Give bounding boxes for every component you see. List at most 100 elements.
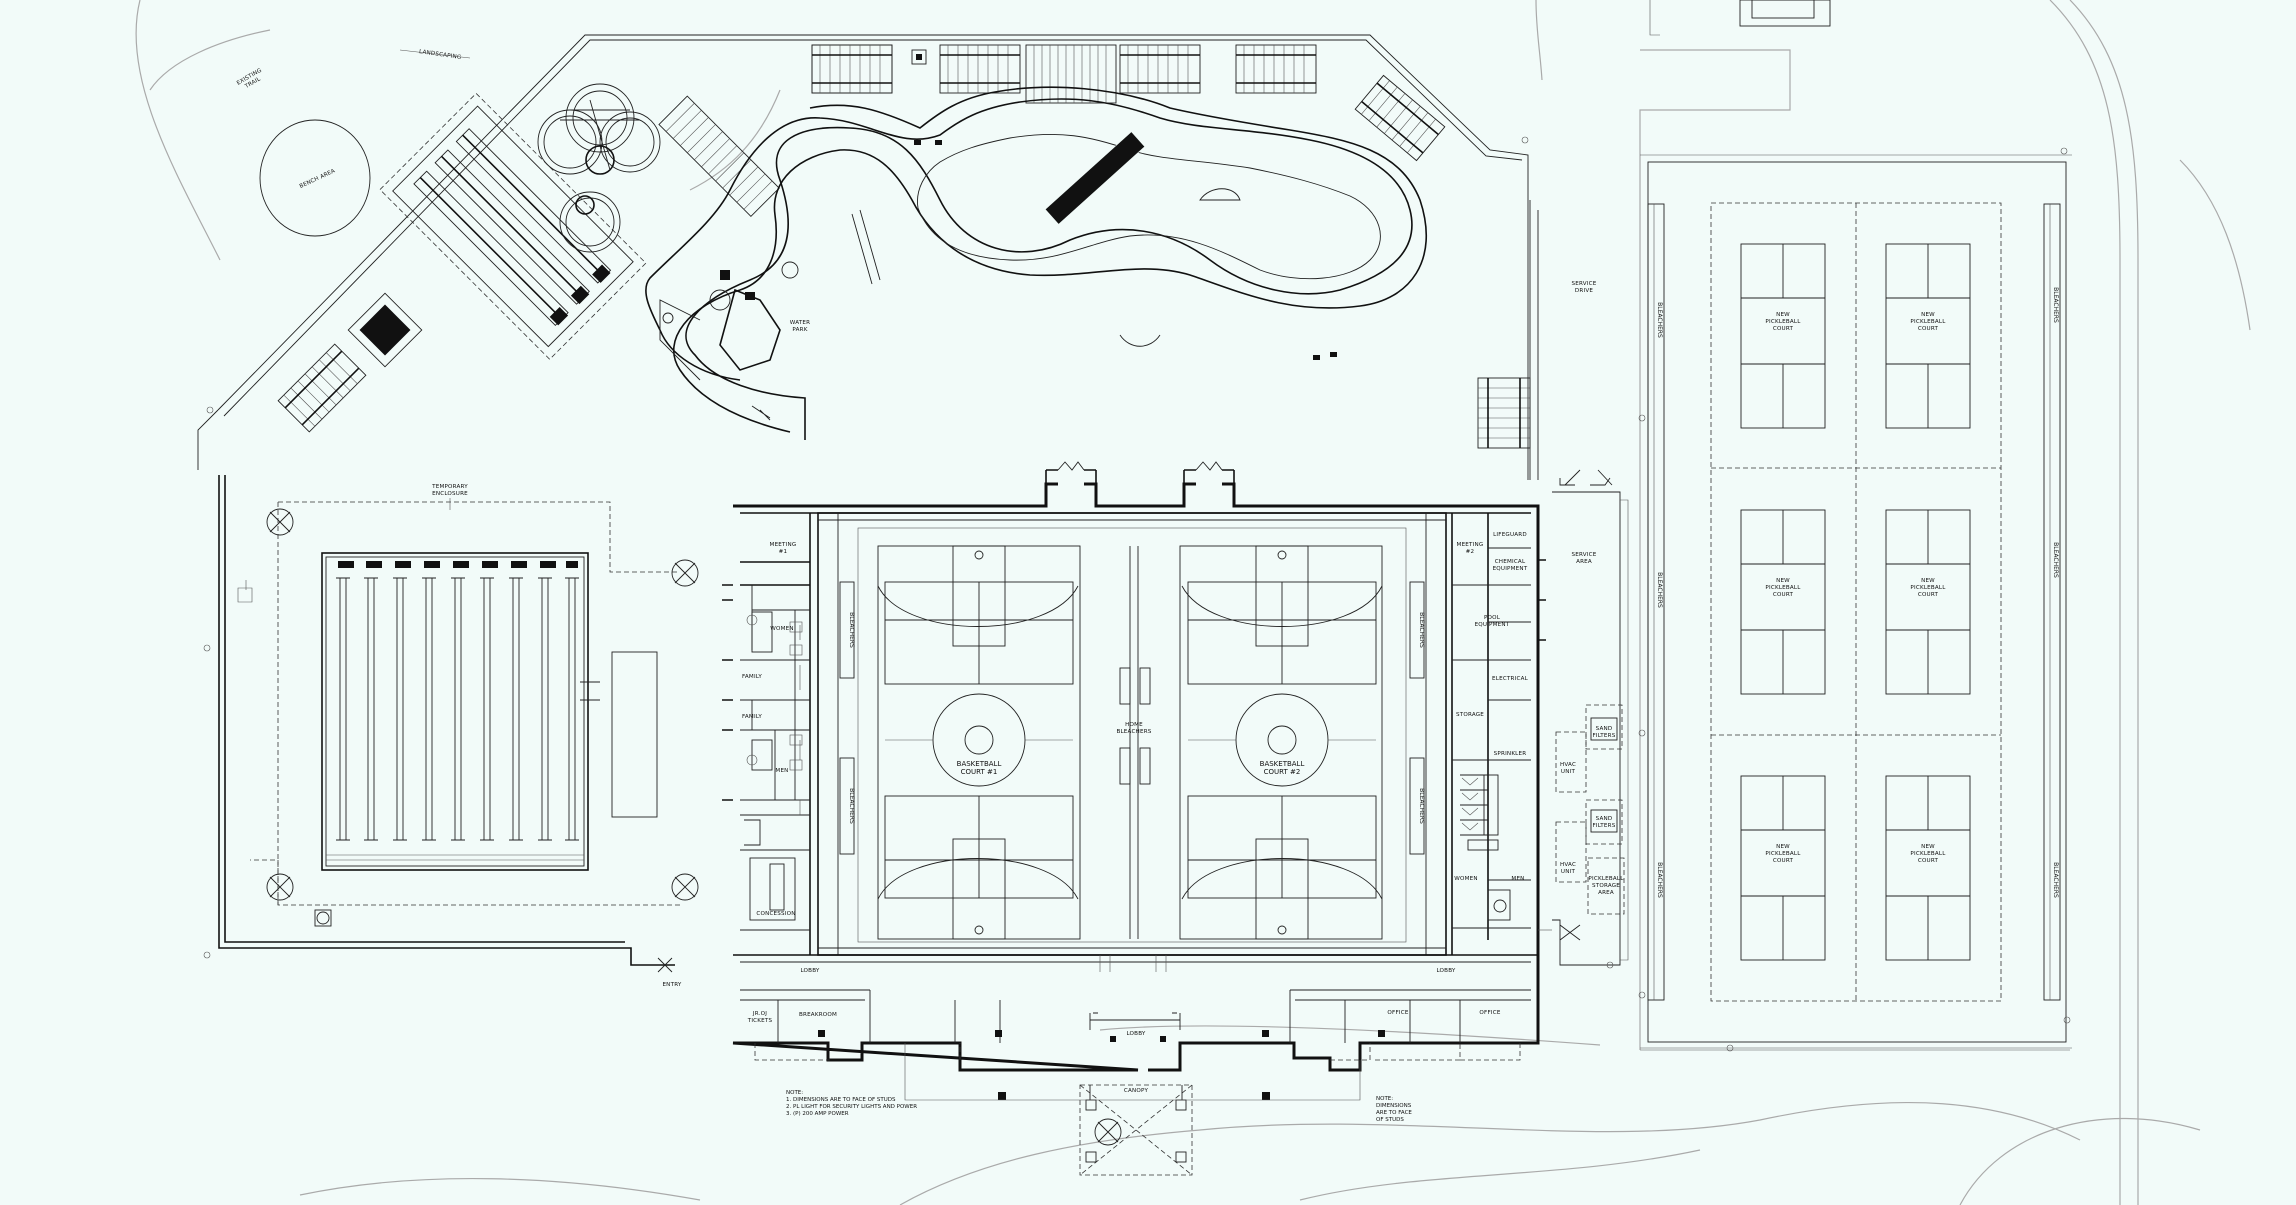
pickleball-court-4-line-3: COURT: [1918, 592, 1939, 598]
pool-equipment-line-1: POOL: [1484, 615, 1501, 621]
pool-equipment-line-2: EQUIPMENT: [1475, 622, 1510, 628]
outdoor-bleachers-label-1: BLEACHERS: [1656, 302, 1663, 338]
existing-structure: [1649, 0, 1831, 36]
canopy: CANOPY: [904, 1043, 1361, 1176]
landscaping-label: LANDSCAPING: [419, 49, 462, 61]
note-right-line-4: OF STUDS: [1376, 1117, 1404, 1123]
electrical-label: ELECTRICAL: [1492, 676, 1529, 682]
marker-tags: [203, 136, 2071, 1052]
pickleball-court-1-line-1: NEW: [1776, 312, 1790, 318]
service-area-line-1: SERVICE: [1572, 552, 1597, 558]
lifeguard-label: LIFEGUARD: [1493, 532, 1527, 538]
pickleball-court-2-line-3: COURT: [1918, 326, 1939, 332]
note-left-line-4: 3. (P) 200 AMP POWER: [786, 1111, 849, 1117]
note-left-line-3: 2. PL LIGHT FOR SECURITY LIGHTS AND POWE…: [786, 1104, 917, 1110]
sand-filters-1-line-1: SAND: [1596, 726, 1613, 732]
bleachers-label-3: BLEACHERS: [1418, 612, 1425, 648]
breakroom-label: BREAKROOM: [799, 1012, 837, 1018]
meeting-2-line-2: #2: [1466, 549, 1475, 555]
water-park-enclosure: [197, 34, 1529, 480]
pickleball-court-6-line-2: PICKLEBALL: [1910, 851, 1946, 857]
meeting-2-label: MEETING#2: [1457, 542, 1484, 555]
pickleball-area: BLEACHERS BLEACHERS BLEACHERS BLEACHERS …: [1640, 154, 2072, 1049]
temporary-enclosure-line-1: TEMPORARY: [431, 484, 468, 490]
pickleball-storage-line-3: AREA: [1598, 890, 1614, 896]
men-left-label: MEN: [775, 768, 788, 774]
home-bleachers-line-1: HOME: [1125, 722, 1143, 728]
meeting-1-line-1: MEETING: [770, 542, 797, 548]
hvac-unit-1-line-1: HVAC: [1560, 762, 1576, 768]
note-left-line-1: NOTE:: [786, 1090, 803, 1096]
men-right-label: MEN: [1511, 876, 1524, 882]
outdoor-bleachers-label-4: BLEACHERS: [2052, 287, 2059, 323]
water-slides: [379, 83, 780, 360]
women-right-label: WOMEN: [1454, 876, 1477, 882]
bleachers-label-2: BLEACHERS: [848, 788, 855, 824]
pickleball-court-5-line-1: NEW: [1776, 844, 1790, 850]
pickleball-court-4-line-2: PICKLEBALL: [1910, 585, 1946, 591]
pickleball-court-1-line-3: COURT: [1773, 326, 1794, 332]
bench-area-label: BENCH AREA: [299, 168, 336, 190]
site-context: [135, 0, 2251, 1205]
meeting-2-line-1: MEETING: [1457, 542, 1484, 548]
chemical-equipment-line-1: CHEMICAL: [1495, 559, 1526, 565]
lobby-left-label: LOBBY: [800, 968, 819, 974]
note-right-line-2: DIMENSIONS: [1376, 1103, 1412, 1109]
pickleball-court-3-line-2: PICKLEBALL: [1765, 585, 1801, 591]
hvac-unit-2-line-2: UNIT: [1561, 869, 1576, 875]
meeting-1-label: MEETING#1: [770, 542, 797, 555]
pickleball-storage-line-1: PICKLEBALL: [1588, 876, 1624, 882]
home-bleachers-line-2: BLEACHERS: [1116, 729, 1151, 735]
lobby-center-label: LOBBY: [1126, 1031, 1145, 1037]
pickleball-court-6-line-3: COURT: [1918, 858, 1939, 864]
outdoor-bleachers-label-2: BLEACHERS: [1656, 572, 1663, 608]
water-park-line-1: WATER: [790, 320, 810, 326]
pickleball-court-5-line-2: PICKLEBALL: [1765, 851, 1801, 857]
entry-label: ENTRY: [662, 982, 681, 988]
bench-area: BENCH AREA: [259, 119, 371, 237]
note-right: NOTE: DIMENSIONS ARE TO FACE OF STUDS: [1376, 1096, 1414, 1123]
note-left: NOTE: 1. DIMENSIONS ARE TO FACE OF STUDS…: [786, 1090, 919, 1117]
pickleball-court-3-line-1: NEW: [1776, 578, 1790, 584]
pickleball-court-1-line-2: PICKLEBALL: [1765, 319, 1801, 325]
sand-filters-2-line-2: FILTERS: [1592, 823, 1615, 829]
note-right-line-1: NOTE:: [1376, 1096, 1393, 1102]
pickleball-storage-line-2: STORAGE: [1592, 883, 1620, 889]
basketball-court-1-line-2: COURT #1: [961, 768, 998, 776]
outdoor-bleachers-label-5: BLEACHERS: [2052, 542, 2059, 578]
light-poles: [266, 508, 1122, 1146]
equipment-pad: [347, 292, 423, 368]
pickleball-court-6-line-1: NEW: [1921, 844, 1935, 850]
hvac-unit-2-line-1: HVAC: [1560, 862, 1576, 868]
note-left-line-2: 1. DIMENSIONS ARE TO FACE OF STUDS: [786, 1097, 896, 1103]
temporary-enclosure-line-2: ENCLOSURE: [432, 491, 468, 497]
